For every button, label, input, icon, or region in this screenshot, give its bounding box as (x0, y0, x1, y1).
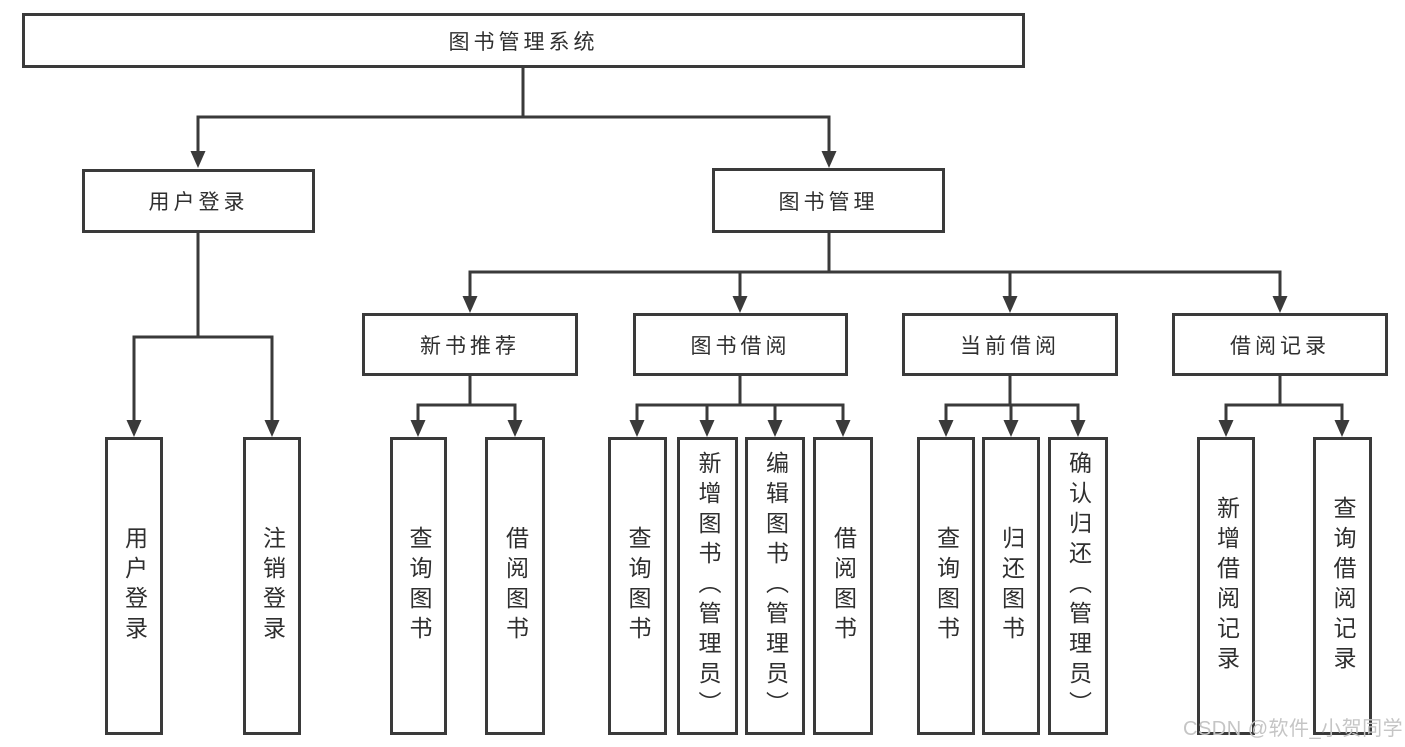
node-library-management-system: 图书管理系统 (22, 13, 1025, 68)
leaf-edit-books-admin: 编辑图书（管理员） (745, 437, 805, 735)
node-book-borrowing: 图书借阅 (633, 313, 848, 376)
leaf-label: 确认归还（管理员） (1065, 451, 1092, 721)
node-borrowing-records: 借阅记录 (1172, 313, 1388, 376)
leaf-add-books-admin: 新增图书（管理员） (677, 437, 738, 735)
leaf-label: 借阅图书 (502, 526, 529, 646)
connector-arrowheads (126, 151, 1350, 437)
leaf-borrow-books-borrow: 借阅图书 (813, 437, 873, 735)
leaf-label: 查询图书 (406, 526, 432, 646)
leaf-add-borrow-record: 新增借阅记录 (1197, 437, 1255, 735)
leaf-confirm-return-admin: 确认归还（管理员） (1048, 437, 1108, 735)
leaf-borrow-books-newrec: 借阅图书 (485, 437, 545, 735)
leaf-label: 查询图书 (933, 526, 960, 646)
leaf-logout-login: 注销登录 (243, 437, 301, 735)
leaf-label: 注销登录 (259, 526, 286, 646)
watermark-text: CSDN @软件_小贺同学 (1183, 718, 1404, 740)
leaf-user-login: 用户登录 (105, 437, 163, 735)
leaf-label: 编辑图书（管理员） (762, 451, 789, 721)
leaf-label: 用户登录 (121, 526, 148, 646)
leaf-label: 查询图书 (625, 526, 651, 646)
node-user-login: 用户登录 (82, 169, 315, 233)
leaf-label: 借阅图书 (830, 526, 857, 646)
node-current-borrowing: 当前借阅 (902, 313, 1118, 376)
leaf-label: 查询借阅记录 (1330, 496, 1356, 676)
node-new-book-recommendation: 新书推荐 (362, 313, 578, 376)
leaf-query-books-borrow: 查询图书 (608, 437, 667, 735)
leaf-query-books-current: 查询图书 (917, 437, 975, 735)
leaf-return-books: 归还图书 (982, 437, 1040, 735)
leaf-label: 新增图书（管理员） (695, 451, 721, 721)
leaf-query-borrow-record: 查询借阅记录 (1313, 437, 1372, 735)
leaf-label: 归还图书 (998, 526, 1025, 646)
leaf-label: 新增借阅记录 (1213, 496, 1240, 676)
leaf-query-books-newrec: 查询图书 (390, 437, 447, 735)
node-book-management: 图书管理 (712, 168, 945, 233)
